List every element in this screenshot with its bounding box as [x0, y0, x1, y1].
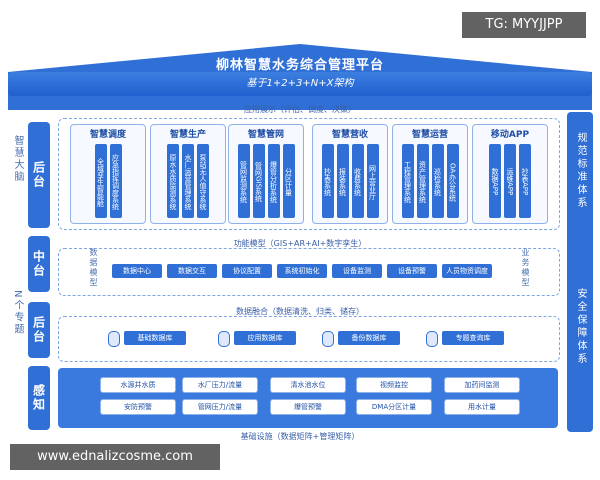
module-item: 报装系统 [336, 144, 349, 218]
module-card: 智慧营收抄表系统报装系统收费系统网上营业厅 [312, 124, 388, 224]
module-item: 管网GIS系统 [252, 144, 265, 218]
business-model-label: 业务模型 [521, 248, 530, 288]
module-items: 全域孪生智能舱应急指挥调度系统 [71, 144, 145, 218]
database-item: 专题查询库 [442, 331, 504, 345]
module-item: 抄表APP [519, 144, 531, 218]
module-items: 原水水质监测系统水厂运营管理系统泵站无人值守系统 [151, 144, 225, 218]
database-panel [58, 316, 560, 362]
sensor-item: 安防预警 [100, 399, 176, 415]
database-icon [218, 331, 230, 347]
module-item: 收费系统 [351, 144, 364, 218]
module-title: 智慧运营 [411, 130, 448, 140]
sensor-item: 清水池水位 [270, 377, 346, 393]
brain-label: 智慧大脑 [12, 135, 23, 183]
module-item: 工程管理系统 [401, 144, 414, 218]
middle-item: 设备预警 [387, 264, 437, 278]
module-item: 运维APP [504, 144, 516, 218]
sensor-item: 视频监控 [356, 377, 432, 393]
sensor-item: DMA分区计量 [356, 399, 432, 415]
module-title: 智慧生产 [169, 130, 206, 140]
watermark-bottom: www.ednalizcosme.com [10, 444, 220, 470]
module-item: 抄表系统 [321, 144, 334, 218]
module-title: 智慧调度 [89, 130, 126, 140]
data-fusion-label: 数据融合（数据清洗、归类、储存） [236, 307, 364, 316]
module-items: 管网监测系统管网GIS系统爆管分析系统分区计量 [229, 144, 303, 218]
sensor-item: 水源井水质 [100, 377, 176, 393]
layer-perception: 感知 [28, 366, 50, 430]
module-items: 抄表系统报装系统收费系统网上营业厅 [313, 144, 387, 218]
infra-label: 基础设施（数据矩阵+管理矩阵） [240, 432, 360, 441]
module-item: 原水水质监测系统 [167, 144, 179, 218]
module-item: 巡检系统 [431, 144, 444, 218]
data-model-label: 数据模型 [89, 248, 98, 288]
database-item: 应用数据库 [234, 331, 296, 345]
specials-label: N个专题 [12, 290, 23, 336]
module-card: 智慧管网管网监测系统管网GIS系统爆管分析系统分区计量 [228, 124, 304, 224]
middle-item: 系统初始化 [277, 264, 327, 278]
module-item: OA办公系统 [446, 144, 459, 218]
platform-title: 柳林智慧水务综合管理平台 [215, 58, 384, 73]
module-item: 资产管理系统 [416, 144, 429, 218]
layer-middle: 中台 [28, 236, 50, 292]
database-icon [426, 331, 438, 347]
function-model-label: 功能模型（GIS+AR+AI+数字孪生） [233, 239, 367, 248]
middle-item: 协议配置 [222, 264, 272, 278]
security-system-label: 安全保障体系 [575, 288, 586, 366]
middle-item: 数据中心 [112, 264, 162, 278]
module-card: 智慧调度全域孪生智能舱应急指挥调度系统 [70, 124, 146, 224]
module-item: 全域孪生智能舱 [94, 144, 107, 218]
module-item: 应急指挥调度系统 [109, 144, 122, 218]
database-icon [108, 331, 120, 347]
layer-backend: 后台 [28, 302, 50, 358]
middle-item: 人员物资调度 [442, 264, 492, 278]
sensor-item: 水厂压力/流量 [182, 377, 258, 393]
architecture-subtitle: 基于1+2+3+N+X架构 [8, 72, 592, 96]
module-item: 爆管分析系统 [267, 144, 280, 218]
sensor-item: 用水计量 [444, 399, 520, 415]
middle-item: 数据交互 [167, 264, 217, 278]
sensor-item: 管网压力/流量 [182, 399, 258, 415]
module-title: 移动APP [490, 130, 530, 140]
module-title: 智慧营收 [331, 130, 368, 140]
database-item: 基础数据库 [124, 331, 186, 345]
middle-item: 设备监测 [332, 264, 382, 278]
module-item: 管网监测系统 [237, 144, 250, 218]
sensor-item: 加药间监测 [444, 377, 520, 393]
right-pillar [567, 112, 593, 432]
module-item: 网上营业厅 [366, 144, 379, 218]
layer-top-backend: 后台 [28, 122, 50, 228]
standards-system-label: 规范标准体系 [575, 132, 586, 210]
sensor-item: 爆管预警 [270, 399, 346, 415]
module-item: 水厂运营管理系统 [182, 144, 194, 218]
watermark-top: TG: MYYJJPP [462, 12, 586, 38]
module-item: 泵站无人值守系统 [197, 144, 209, 218]
modules-panel [58, 118, 560, 230]
app-display-label: 应用展示（评估、调度、决策） [244, 105, 356, 114]
module-card: 智慧生产原水水质监测系统水厂运营管理系统泵站无人值守系统 [150, 124, 226, 224]
database-item: 备份数据库 [338, 331, 400, 345]
middle-panel [58, 248, 560, 296]
module-item: 分区计量 [282, 144, 295, 218]
database-icon [322, 331, 334, 347]
module-item: 数据APP [489, 144, 501, 218]
module-title: 智慧管网 [247, 130, 284, 140]
